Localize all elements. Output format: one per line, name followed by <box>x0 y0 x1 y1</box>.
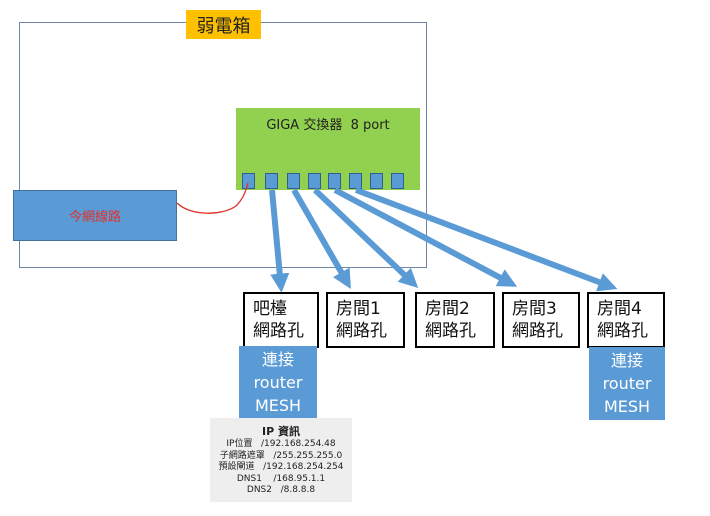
room4-port-type: 網路孔 <box>597 321 648 341</box>
room4-mesh-line1: 連接 <box>610 351 643 370</box>
isp-cable <box>176 182 249 214</box>
room1-port-name: 房間1 <box>336 299 381 319</box>
arrow-to-bar-port <box>269 189 290 293</box>
room4-mesh-router: 連接 router MESH <box>589 347 665 420</box>
switch-port-7 <box>370 173 383 189</box>
room3-port-name: 房間3 <box>512 299 557 319</box>
isp-line-box: 今網線路 <box>13 190 177 241</box>
bar-port-type: 網路孔 <box>253 321 304 341</box>
switch-port-5 <box>328 173 341 189</box>
arrow-to-room1-port <box>291 188 351 289</box>
switch-port-2 <box>265 173 278 189</box>
switch-port-6 <box>349 173 362 189</box>
room4-network-port: 房間4 網路孔 <box>587 292 665 348</box>
switch-port-1 <box>242 173 255 189</box>
switch-port-3 <box>287 173 300 189</box>
bar-port-name: 吧檯 <box>253 299 287 319</box>
ip-address: IP位置 /192.168.254.48 <box>226 439 336 449</box>
ip-info-title: IP 資訊 <box>262 425 300 438</box>
default-gateway: 預設閘道 /192.168.254.254 <box>218 462 344 472</box>
room4-mesh-line3: MESH <box>603 397 651 416</box>
room2-network-port: 房間2 網路孔 <box>415 292 495 348</box>
bar-mesh-line1: 連接 <box>261 350 294 369</box>
arrow-to-room3-port <box>333 187 518 287</box>
switch-port-8 <box>391 173 404 189</box>
room3-network-port: 房間3 網路孔 <box>502 292 580 348</box>
room2-port-name: 房間2 <box>425 299 470 319</box>
dns2: DNS2 /8.8.8.8 <box>246 485 316 495</box>
room4-port-name: 房間4 <box>597 299 642 319</box>
bar-mesh-line3: MESH <box>254 396 302 415</box>
subnet-mask: 子網路遮罩 /255.255.255.0 <box>219 450 343 461</box>
room1-port-type: 網路孔 <box>336 321 387 341</box>
bar-mesh-router: 連接 router MESH <box>239 346 317 418</box>
isp-line-label: 今網線路 <box>68 210 121 225</box>
room2-port-type: 網路孔 <box>425 321 476 341</box>
arrow-to-room4-port <box>354 187 618 292</box>
room4-mesh-line2: router <box>602 374 652 393</box>
giga-switch-label: GIGA 交換器 8 port <box>266 118 390 133</box>
weak-current-box-label: 弱電箱 <box>186 10 261 39</box>
bar-mesh-line2: router <box>253 373 303 392</box>
switch-port-4 <box>308 173 321 189</box>
dns1: DNS1 /168.95.1.1 <box>236 473 326 484</box>
bar-network-port: 吧檯 網路孔 <box>243 292 319 348</box>
room3-port-type: 網路孔 <box>512 321 563 341</box>
room1-network-port: 房間1 網路孔 <box>326 292 405 348</box>
ip-info-panel: IP 資訊 IP位置 /192.168.254.48 子網路遮罩 /255.25… <box>210 418 352 502</box>
arrow-to-room2-port <box>312 187 419 288</box>
